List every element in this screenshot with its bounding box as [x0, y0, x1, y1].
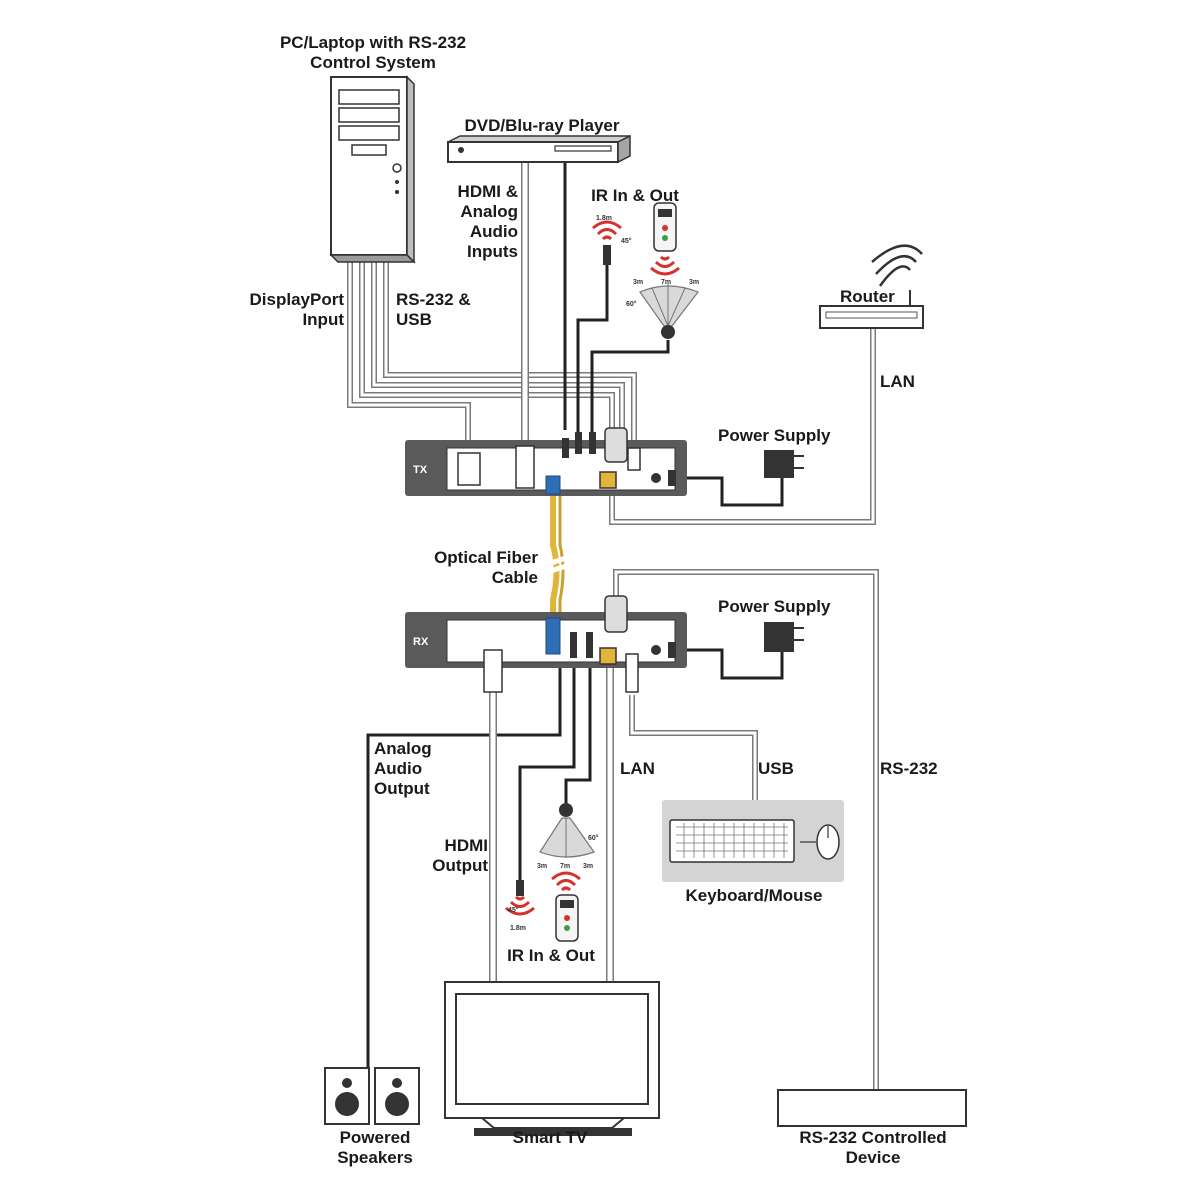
label-rs232: RS-232 [880, 759, 938, 778]
keyboard-mouse-icon [662, 800, 844, 882]
label-keyboard-mouse: Keyboard/Mouse [685, 886, 823, 905]
label-smart-tv: Smart TV [512, 1128, 588, 1147]
tv-icon [444, 981, 660, 1136]
usb-cable [629, 695, 758, 802]
displayport-cable [347, 255, 637, 455]
dvd-input-cables [521, 162, 567, 450]
tx-unit: TX [405, 427, 687, 496]
fiber-cable [541, 488, 573, 620]
svg-text:3m: 3m [537, 863, 547, 870]
label-dvd: DVD/Blu-ray Player [464, 116, 620, 135]
mouse-icon [800, 824, 840, 860]
svg-text:7m: 7m [661, 279, 671, 286]
svg-text:7m: 7m [560, 863, 570, 870]
svg-text:60°: 60° [588, 834, 599, 842]
label-router: Router [840, 287, 895, 306]
ir-emitter-icon: 1.8m 45° [504, 880, 536, 932]
rx-label: RX [413, 636, 429, 648]
rs232-device-cable [613, 569, 879, 1090]
ir-bottom-cables [518, 662, 592, 880]
svg-text:3m: 3m [689, 279, 699, 286]
svg-text:60°: 60° [626, 300, 637, 308]
svg-text:1.8m: 1.8m [596, 215, 612, 222]
router-icon [819, 244, 924, 329]
svg-text:45°: 45° [508, 906, 519, 914]
svg-text:3m: 3m [633, 279, 643, 286]
ir-remote-icon [649, 202, 681, 276]
ir-top-cables [576, 265, 670, 432]
label-ir-bottom: IR In & Out [507, 946, 595, 965]
svg-text:45°: 45° [621, 237, 632, 245]
power-adapter-icon [764, 622, 804, 652]
label-usb: USB [758, 759, 794, 778]
svg-text:1.8m: 1.8m [510, 925, 526, 932]
ir-remote-icon [550, 871, 582, 942]
svg-text:3m: 3m [583, 863, 593, 870]
keyboard-icon [669, 819, 795, 863]
ir-sensor-icon: 3m 7m 3m 60° [537, 803, 599, 870]
lan-top-cable [609, 328, 876, 525]
dvd-player-icon [447, 134, 631, 164]
label-power-top: Power Supply [718, 426, 831, 445]
rx-unit: RX [405, 595, 687, 693]
tx-label: TX [413, 464, 428, 476]
rs232-device-icon [777, 1089, 967, 1127]
label-lan-bottom: LAN [620, 759, 655, 778]
label-lan-top: LAN [880, 372, 915, 391]
label-power-bottom: Power Supply [718, 597, 831, 616]
power-top-cable [672, 476, 784, 507]
ir-sensor-icon: 3m 7m 3m 60° [626, 279, 699, 339]
power-bottom-cable [672, 648, 784, 680]
power-adapter-icon [764, 450, 804, 478]
analog-out-cable [366, 662, 562, 1098]
pc-tower-icon [329, 75, 416, 264]
label-rs232-usb: RS-232 &USB [396, 290, 471, 329]
speaker-icon [324, 1067, 420, 1125]
label-ir-top: IR In & Out [591, 186, 679, 205]
ir-emitter-icon: 1.8m 45° [591, 215, 632, 265]
